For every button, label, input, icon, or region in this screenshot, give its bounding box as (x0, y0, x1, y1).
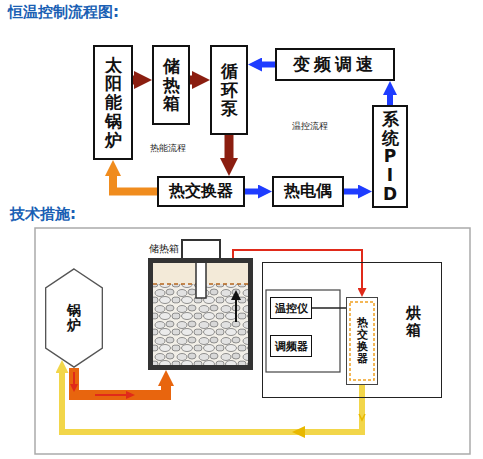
process-box: 热交换器 (157, 176, 245, 207)
process-box: 系统PID (372, 105, 408, 208)
flow-connector (245, 189, 258, 195)
drying-oven: 烘箱 温控仪调频器 热交换器 (262, 262, 442, 398)
flow-connector (74, 368, 166, 395)
flow-connector (262, 62, 275, 68)
node-text: 循环泵 (221, 62, 238, 118)
coil-outline (350, 302, 374, 380)
node-text: 储热箱 (163, 57, 180, 113)
node-text: 热交换器 (357, 317, 368, 365)
boiler-hexagon: 锅炉 (45, 268, 103, 368)
control-panel (266, 290, 340, 372)
flow-connector (190, 76, 192, 85)
node-text: 太阳能锅炉 (105, 56, 122, 149)
section-frame (35, 228, 470, 454)
node-text: 烘箱 (406, 305, 421, 338)
node-text: 调频器 (275, 339, 308, 354)
process-box: 循环泵 (210, 45, 248, 135)
flow-arrow (235, 298, 237, 322)
section-title: 技术措施: (10, 205, 76, 224)
flow-label: 温控流程 (292, 120, 328, 133)
pipe-flow-line (95, 394, 128, 396)
hexagon-shape (46, 269, 103, 367)
storage-tank: 储热箱 (148, 258, 253, 370)
pump-shaft (196, 262, 206, 298)
heat-exchanger: 热交换器 (346, 297, 378, 385)
flow-arrow-head (231, 290, 241, 300)
process-box: 热电偶 (272, 176, 344, 207)
flow-connector (225, 135, 234, 158)
process-box: 储热箱 (152, 45, 190, 125)
node-text: 热电偶 (284, 181, 332, 202)
node-text: 温控仪 (275, 301, 308, 316)
diagram-title: 恒温控制流程图: (8, 3, 119, 22)
flow-connector (62, 373, 362, 432)
node-text: 热交换器 (169, 181, 233, 202)
flow-connector (387, 95, 393, 105)
node-text: 储热箱 (149, 242, 179, 256)
node-text: 系统PID (382, 110, 399, 203)
pipe-flow-head (70, 384, 78, 392)
node-text: 锅炉 (67, 303, 81, 334)
flow-connector (133, 76, 134, 85)
flow-connector (344, 189, 358, 195)
node-text: 变频调速 (293, 53, 377, 76)
pipe-flow-head (126, 391, 135, 399)
flow-connector (113, 176, 157, 192)
device-box: 温控仪 (270, 297, 312, 319)
pipe-flow-line (73, 372, 75, 386)
process-box: 太阳能锅炉 (93, 45, 133, 160)
return-flow-head (292, 426, 305, 438)
process-box: 变频调速 (275, 48, 395, 81)
flow-label: 热能流程 (150, 142, 186, 155)
return-flow-mark (359, 414, 365, 420)
flow-connector (312, 307, 346, 309)
device-box: 调频器 (270, 335, 312, 357)
